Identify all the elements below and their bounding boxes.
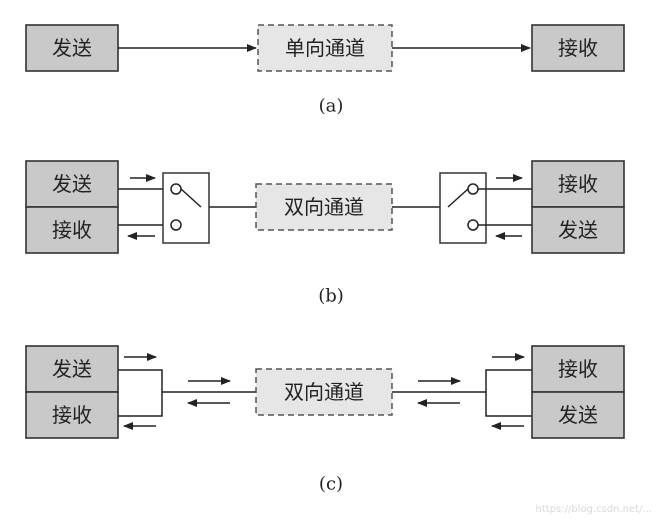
right-switch-contact-top: [467, 183, 479, 195]
caption-a: (a): [319, 96, 344, 117]
right-receive-box-c: [531, 345, 625, 393]
left-switch-contact-bottom: [170, 219, 182, 231]
simplex-channel-label: 单向通道: [285, 36, 365, 60]
left-switch-blade: [180, 188, 202, 208]
right-receive-box-b: [531, 160, 625, 208]
left-send-label-b: 发送: [52, 172, 92, 196]
duplex-channel-box-b: [255, 183, 393, 231]
left-switch-contact-top: [170, 183, 182, 195]
panel-c: 发送 接收 双向通道 接收 发送 (c): [25, 345, 625, 495]
left-bracket-line-c: [118, 369, 163, 417]
left-switch-box: [162, 172, 210, 244]
left-send-label-c: 发送: [52, 357, 92, 381]
send-box-a: [25, 24, 119, 72]
watermark: https://blog.csdn.net/...: [535, 504, 652, 515]
panel-a: 发送 单向通道 接收 (a): [25, 24, 625, 117]
send-label-a: 发送: [52, 36, 92, 60]
right-send-box-c: [531, 391, 625, 439]
right-switch-contact-bottom: [467, 219, 479, 231]
receive-box-a: [531, 24, 625, 72]
left-receive-label-c: 接收: [52, 403, 92, 427]
duplex-channel-label-c: 双向通道: [284, 380, 364, 404]
simplex-channel-box: [257, 24, 393, 72]
right-send-label-c: 发送: [558, 403, 598, 427]
caption-b: (b): [318, 286, 344, 307]
right-switch-box: [439, 172, 487, 244]
duplex-channel-label-b: 双向通道: [284, 195, 364, 219]
left-send-box-b: [25, 160, 119, 208]
right-send-box-b: [531, 206, 625, 254]
left-receive-box-b: [25, 206, 119, 254]
right-switch-blade: [447, 188, 469, 208]
left-receive-box-c: [25, 391, 119, 439]
right-bracket-line-c: [485, 369, 532, 417]
panel-b: 发送 接收 双向通道 接收 发送 (b): [25, 160, 625, 307]
caption-c: (c): [319, 474, 343, 495]
left-receive-label-b: 接收: [52, 218, 92, 242]
right-receive-label-b: 接收: [558, 172, 598, 196]
receive-label-a: 接收: [558, 36, 598, 60]
right-receive-label-c: 接收: [558, 357, 598, 381]
left-send-box-c: [25, 345, 119, 393]
right-send-label-b: 发送: [558, 218, 598, 242]
duplex-channel-box-c: [255, 368, 393, 416]
